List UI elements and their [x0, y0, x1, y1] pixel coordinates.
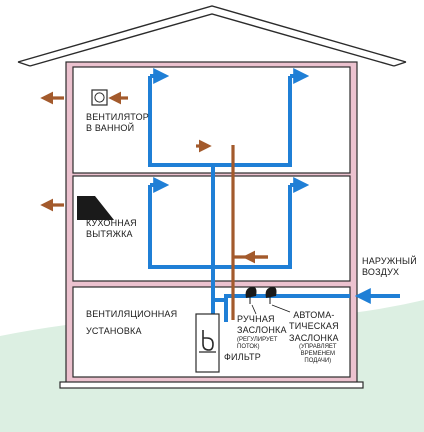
- automatic-damper-label: АВТОМА- ТИЧЕСКАЯ ЗАСЛОНКА: [289, 310, 339, 343]
- bath-fan-icon: [91, 89, 108, 106]
- ventilation-unit-label: ВЕНТИЛЯЦИОННАЯ УСТАНОВКА: [86, 309, 178, 337]
- kitchen-hood-label: КУХОННАЯ ВЫТЯЖКА: [86, 218, 137, 240]
- bath-fan-label: ВЕНТИЛЯТОР В ВАННОЙ: [86, 112, 149, 134]
- exhaust-arrows: [40, 91, 268, 264]
- manual-damper-icon: [245, 286, 257, 304]
- filter-label: ФИЛЬТР: [224, 352, 261, 362]
- manual-damper-note: (РЕГУЛИРУЕТ ПОТОК): [237, 337, 278, 350]
- leader-lines: [251, 304, 291, 315]
- automatic-damper-note: (УПРАВЛЯЕТ ВРЕМЕНЕМ ПОДАЧИ): [299, 344, 337, 364]
- automatic-damper-icon: [265, 286, 277, 304]
- outdoor-air-label: НАРУЖНЫЙ ВОЗДУХ: [362, 256, 417, 278]
- manual-damper-label: РУЧНАЯ ЗАСЛОНКА: [237, 314, 287, 336]
- supply-arrows: [150, 68, 400, 304]
- ventilation-unit: [195, 313, 220, 373]
- supply-ducts: [148, 76, 350, 322]
- roof: [17, 5, 407, 67]
- kitchen-hood-icon: [77, 196, 114, 220]
